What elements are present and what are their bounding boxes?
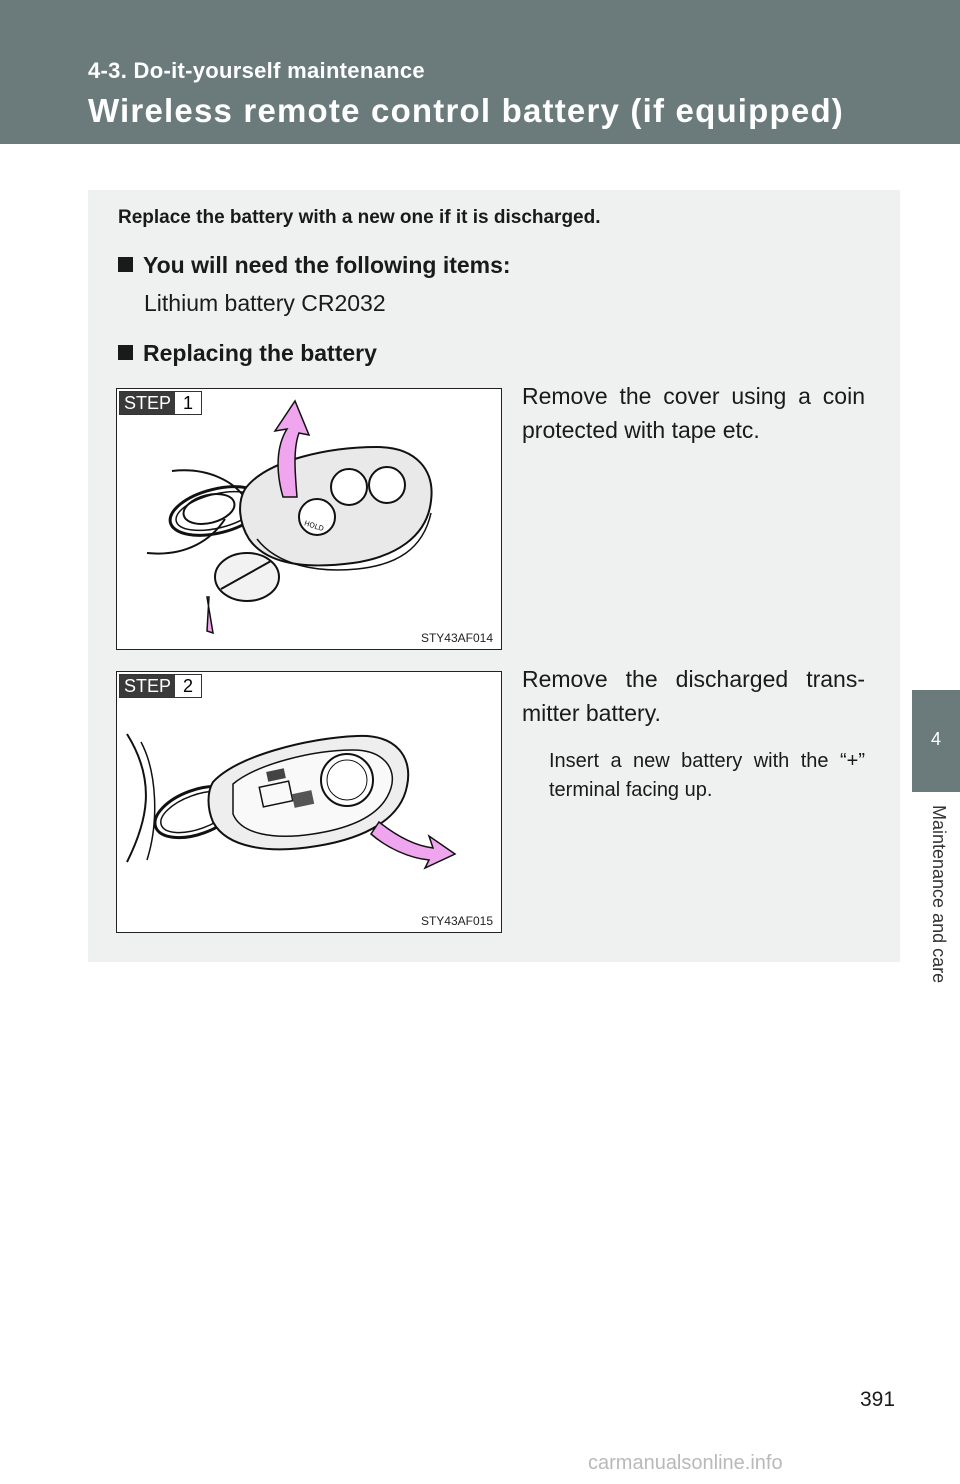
heading-replacing-text: Replacing the battery bbox=[143, 340, 377, 366]
figure-step-2: STEP 2 STY43AF015 bbox=[116, 671, 502, 933]
heading-replacing: Replacing the battery bbox=[118, 340, 377, 367]
chapter-header: 4-3. Do-it-yourself maintenance Wireless… bbox=[0, 0, 960, 144]
chapter-tab: 4 bbox=[912, 690, 960, 792]
page-number: 391 bbox=[860, 1388, 896, 1411]
step-word: STEP bbox=[120, 675, 176, 697]
figure-step-1: HOLD STEP 1 STY43AF014 bbox=[116, 388, 502, 650]
figure-code: STY43AF015 bbox=[420, 914, 493, 928]
heading-items-text: You will need the following items: bbox=[143, 252, 511, 278]
step-badge: STEP 1 bbox=[119, 391, 203, 415]
square-bullet-icon bbox=[118, 257, 133, 272]
heading-items: You will need the following items: bbox=[118, 252, 511, 279]
step-badge: STEP 2 bbox=[119, 674, 203, 698]
watermark: carmanualsonline.info bbox=[588, 1452, 783, 1474]
intro-text: Replace the battery with a new one if it… bbox=[118, 207, 601, 228]
section-label: 4-3. Do-it-yourself maintenance bbox=[88, 58, 425, 83]
step-number: 2 bbox=[175, 675, 202, 697]
step-number: 1 bbox=[175, 392, 202, 414]
step-2-note: Insert a new battery with the “+” termin… bbox=[549, 750, 865, 801]
step-2-text: Remove the discharged trans-mitter batte… bbox=[522, 666, 865, 726]
remote-open-illustration bbox=[126, 733, 457, 870]
step-word: STEP bbox=[120, 392, 176, 414]
figure-code: STY43AF014 bbox=[420, 631, 493, 645]
chapter-title-vertical: Maintenance and care bbox=[929, 805, 949, 984]
step-1-text: Remove the cover using a coin protected … bbox=[522, 383, 865, 443]
page-title: Wireless remote control battery (if equi… bbox=[88, 92, 844, 129]
remote-cover-illustration: HOLD bbox=[146, 399, 433, 635]
item-battery: Lithium battery CR2032 bbox=[144, 290, 386, 316]
square-bullet-icon bbox=[118, 345, 133, 360]
